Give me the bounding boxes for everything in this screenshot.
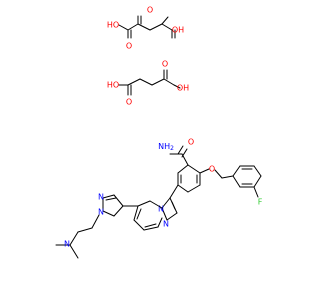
amine-nitrogen-label: N [64,240,70,249]
oxygen-label-2a: O [162,60,168,69]
hydroxyl-label-oh-2: OH [177,84,189,93]
oxygen-label-1a: O [147,6,153,15]
ether-oxygen-label: O [209,165,215,174]
oxygen-label-2b: O [126,98,132,107]
succinic-acid-2: HO OH O O [107,60,189,107]
amide-nh2-label: NH2 [158,142,174,152]
oxygen-label-1b: O [126,42,132,51]
hydroxyl-label-ho-2: HO [107,81,119,90]
imidazopyridine-nitrogen-label: N [163,220,169,229]
hydroxyl-label-oh-1: OH [172,26,184,35]
main-molecule: NH2 O O F N [55,138,263,259]
succinic-acid-1: HO OH O O [107,6,184,51]
fluorine-label: F [258,198,263,207]
imidazole-nitrogen-label: N [158,205,164,214]
pyrazole-nitrogen-label-1: N [98,193,104,202]
amide-oxygen-label: O [188,138,194,147]
pyrazole-nitrogen-label-2: N [98,208,104,217]
chemical-structure: HO OH O O HO OH O O NH2 O [55,6,263,259]
hydroxyl-label-ho-1: HO [107,21,119,30]
